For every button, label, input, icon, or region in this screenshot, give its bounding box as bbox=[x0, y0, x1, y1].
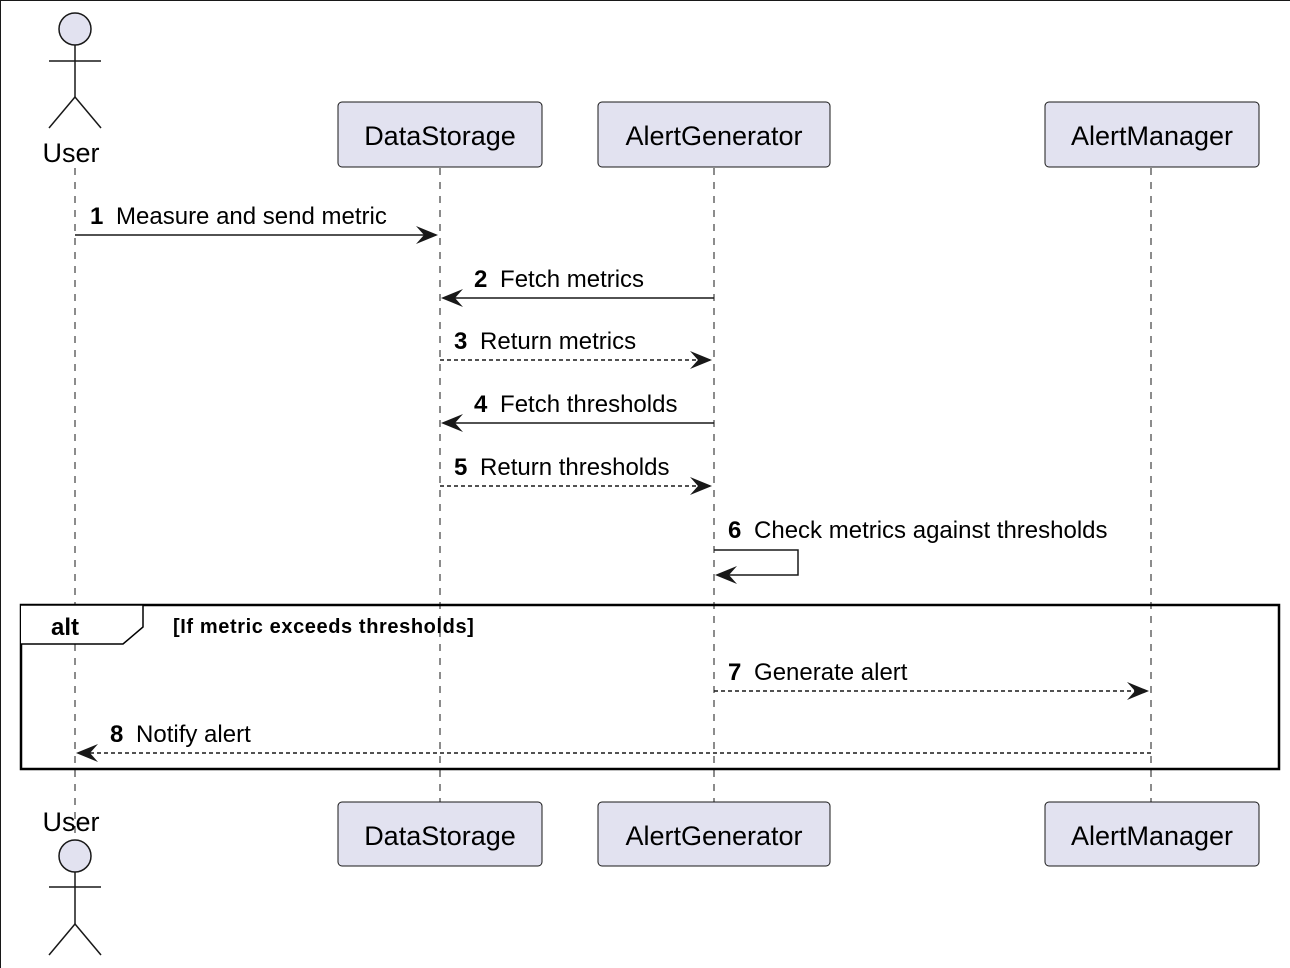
participant-label-alertmanager-top: AlertManager bbox=[1071, 121, 1233, 151]
message-2: 2 Fetch metrics bbox=[441, 266, 714, 307]
participant-alertgenerator-top: AlertGenerator bbox=[597, 101, 831, 168]
arrowhead bbox=[416, 226, 438, 244]
message-text: Fetch thresholds bbox=[500, 391, 677, 418]
message-7: 7 Generate alert bbox=[714, 659, 1149, 700]
svg-text:1 Measure and send metri: 1 Measure and send metric bbox=[90, 203, 387, 230]
message-text: Notify alert bbox=[136, 721, 251, 748]
actor-user-top bbox=[48, 12, 102, 129]
alt-fragment: alt [If metric exceeds thresholds] bbox=[19, 603, 1281, 771]
message-1: 1 Measure and send metric bbox=[75, 203, 438, 244]
fragment-condition: [If metric exceeds thresholds] bbox=[173, 616, 474, 638]
arrowhead bbox=[441, 414, 463, 432]
arrowhead bbox=[690, 477, 712, 495]
participant-label-alertgenerator-top: AlertGenerator bbox=[625, 121, 802, 151]
message-number: 4 bbox=[474, 391, 488, 418]
participant-datastorage-bottom: DataStorage bbox=[337, 801, 543, 867]
message-text: Return metrics bbox=[480, 328, 636, 355]
message-text: Check metrics against thresholds bbox=[754, 517, 1107, 544]
participant-datastorage-top: DataStorage bbox=[337, 101, 543, 168]
message-8: 8 Notify alert bbox=[76, 721, 1151, 762]
svg-text:2 Fetch metrics: 2 Fetch metrics bbox=[474, 266, 644, 293]
message-number: 7 bbox=[728, 659, 741, 686]
message-text: Return thresholds bbox=[480, 454, 669, 481]
svg-text:7 Generate alert: 7 Generate alert bbox=[728, 659, 908, 686]
message-number: 8 bbox=[110, 721, 123, 748]
message-4: 4 Fetch thresholds bbox=[441, 391, 714, 432]
message-text: Generate alert bbox=[754, 659, 908, 686]
participant-label-datastorage-top: DataStorage bbox=[364, 121, 516, 151]
svg-text:4 Fetch thresholds: 4 Fetch thresholds bbox=[474, 391, 677, 418]
arrowhead bbox=[1127, 682, 1149, 700]
participant-label-alertgenerator-bottom: AlertGenerator bbox=[625, 821, 802, 851]
participant-label-user-bottom: User bbox=[42, 807, 99, 837]
message-text: Measure and send metric bbox=[116, 203, 387, 230]
participant-label-datastorage-bottom: DataStorage bbox=[364, 821, 516, 851]
actor-user-bottom bbox=[48, 839, 102, 956]
arrowhead bbox=[76, 744, 98, 762]
fragment-frame bbox=[19, 603, 1281, 771]
message-text: Fetch metrics bbox=[500, 266, 644, 293]
arrowhead bbox=[441, 289, 463, 307]
svg-text:6 Check metrics against: 6 Check metrics against thresholds bbox=[728, 517, 1108, 544]
actor-head bbox=[58, 12, 92, 46]
message-number: 2 bbox=[474, 266, 487, 293]
actor-head bbox=[58, 839, 92, 873]
message-5: 5 Return thresholds bbox=[440, 454, 712, 495]
participant-alertgenerator-bottom: AlertGenerator bbox=[597, 801, 831, 867]
fragment-tab bbox=[21, 604, 144, 645]
fragment-keyword: alt bbox=[51, 614, 79, 641]
participant-label-user-top: User bbox=[42, 138, 99, 168]
participant-alertmanager-top: AlertManager bbox=[1044, 101, 1260, 168]
message-number: 6 bbox=[728, 517, 741, 544]
message-6: 6 Check metrics against thresholds bbox=[714, 517, 1108, 584]
participant-alertmanager-bottom: AlertManager bbox=[1044, 801, 1260, 867]
participant-label-alertmanager-bottom: AlertManager bbox=[1071, 821, 1233, 851]
message-number: 5 bbox=[454, 454, 467, 481]
arrowhead bbox=[715, 566, 737, 584]
message-number: 1 bbox=[90, 203, 103, 230]
svg-text:3 Return metrics: 3 Return metrics bbox=[454, 328, 636, 355]
message-number: 3 bbox=[454, 328, 467, 355]
message-3: 3 Return metrics bbox=[440, 328, 712, 369]
svg-text:5 Return thresholds: 5 Return thresholds bbox=[454, 454, 669, 481]
svg-text:8 Notify alert: 8 Notify alert bbox=[110, 721, 251, 748]
arrowhead bbox=[690, 351, 712, 369]
